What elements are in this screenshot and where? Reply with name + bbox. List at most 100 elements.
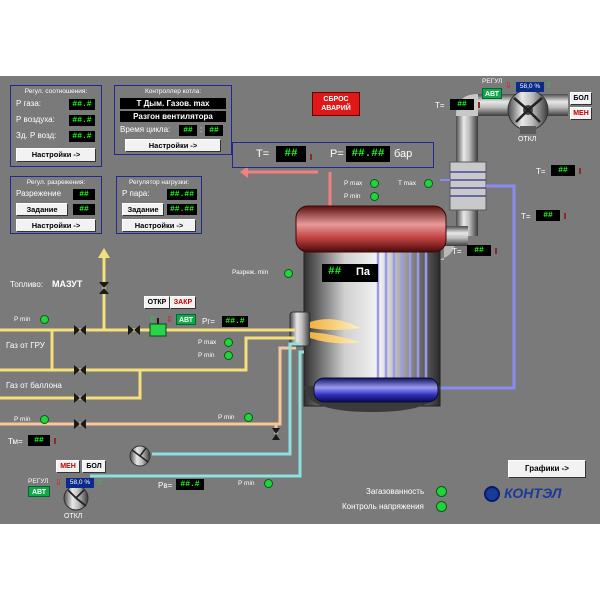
drum-tmax-indicator [424,179,433,188]
air-fan-percent: 58,0 % [66,478,94,488]
gas-pressure-value: ##.# [69,99,95,110]
air-pmin-indicator [264,479,273,488]
vacuum-setpoint-value: ## [73,204,95,215]
valve-close-arrow-icon: ⇩ [166,315,173,324]
flue-t1-label: T= [435,101,445,110]
flue-t1-unit-icon [478,102,480,108]
smoke-fan-reg-label: РЕГУЛ [482,78,503,85]
process-diagram [0,89,568,511]
flue-t2-value: ## [551,165,575,176]
air-fan-state: ОТКЛ [64,513,83,520]
oil-temp-label: Тм= [8,437,23,446]
steam-temp-unit-icon [310,154,312,160]
gas-pr-value: ##.# [222,316,248,327]
ratio-regulator-panel: Регул. соотношения: Р газа: ##.# Р возду… [10,85,102,167]
furnace-vacuum-value: ## [328,266,342,278]
fuel-label: Топливо: [10,280,44,289]
panel-title: Регулятор нагрузки: [128,179,190,186]
burner-pmax-indicator [224,338,233,347]
vacuum-settings-button[interactable]: Настройки -> [16,219,96,232]
flue-t3-label: T= [521,212,531,221]
reset-alarms-line1: СБРОС [323,96,349,103]
smoke-fan-mode-badge[interactable]: АВТ [482,88,502,99]
burner-pmax-label: P max [198,339,217,346]
ratio-settings-button[interactable]: Настройки -> [16,148,96,162]
gas-pressure-label: Р газа: [16,99,41,108]
gas-bottle-label: Газ от баллона [6,381,62,390]
smoke-fan-state: ОТКЛ [518,136,537,143]
fuel-pmin-indicator [40,315,49,324]
oil-pmin-indicator [40,415,49,424]
vacuum-regulator-panel: Регул. разрежения: Разрежение ## Задание… [10,176,102,234]
oil-temp-value: ## [28,435,50,446]
controller-mode-flue-gas: Т Дым. Газов. max [120,98,226,109]
voltage-control-indicator [436,501,447,512]
air-pv-value: ##.# [176,479,204,490]
vacuum-value: ## [73,189,95,200]
air-fan-up-icon: ⇧ [96,478,103,487]
air-setpoint-label: Зд. Р возд: [16,131,57,140]
drum-tmax-label: T max [398,180,416,187]
vacuum-setpoint-button[interactable]: Задание [16,203,68,216]
flue-t3-unit-icon [564,213,566,219]
graphs-button[interactable]: Графики -> [508,460,586,478]
air-fan-more-button[interactable]: БОЛ [82,460,106,473]
furnace-vacuum-unit: Па [356,266,371,278]
smoke-fan-percent: 58,0 % [516,82,544,92]
boiler-controller-panel: Контроллер котла: Т Дым. Газов. max Разг… [114,85,232,155]
drum-pmin-indicator [370,192,379,201]
vacuum-min-label: Разреж. min [232,269,269,276]
load-settings-button[interactable]: Настройки -> [122,219,196,232]
steam-pressure-value: ##.## [346,146,390,162]
valve-close-button[interactable]: ЗАКР [170,296,196,309]
gas-pr-label: Рг= [202,317,215,326]
steam-output-box [232,142,434,168]
steam-pressure-reg-value: ##.## [167,189,197,200]
smoke-fan-more-button[interactable]: БОЛ [570,92,592,105]
burner-pmin-indicator [224,351,233,360]
valve-open-button[interactable]: ОТКР [144,296,170,309]
kontel-logo-icon [484,486,500,502]
air-fan-less-button[interactable]: МЕН [56,460,80,473]
scada-screen: Регул. соотношения: Р газа: ##.# Р возду… [0,76,600,524]
smoke-fan-down-icon: ⇩ [505,81,512,90]
air-fan-reg-label: РЕГУЛ [28,478,49,485]
steam-pressure-label: P= [330,148,344,160]
vacuum-label: Разрежение [16,189,62,198]
controller-mode-fan-ramp: Разгон вентилятора [120,111,226,122]
steam-pressure-reg-label: Р пара: [122,189,150,198]
flue-t2-label: T= [536,167,546,176]
flue-t4-unit-icon [495,248,497,254]
controller-settings-button[interactable]: Настройки -> [125,139,221,152]
oil-temp-unit-icon [54,438,56,444]
smoke-fan-up-icon: ⇧ [545,81,552,90]
flue-t4-label: T= [452,247,462,256]
vacuum-min-indicator [284,269,293,278]
valve-mode-badge[interactable]: АВТ [176,314,196,325]
panel-title: Контроллер котла: [144,88,202,95]
burner-pmin-label: P min [198,352,215,359]
fuel-pmin-label: P min [14,316,31,323]
reset-alarms-button[interactable]: СБРОС АВАРИЙ [312,92,360,116]
drum-pmax-label: P max [344,180,363,187]
valve-open-arrow-icon: ⇧ [149,315,156,324]
panel-title: Регул. разрежения: [26,179,86,186]
gas-leak-indicator [436,486,447,497]
air-pressure-value: ##.# [69,115,95,126]
fuel-value: МАЗУТ [52,279,83,289]
smoke-fan-less-button[interactable]: МЕН [570,107,592,120]
load-setpoint-value: ##.## [167,204,197,215]
flue-t1-value: ## [450,99,474,110]
cycle-time-min: ## [179,125,197,136]
load-setpoint-button[interactable]: Задание [122,203,164,216]
cycle-time-sep: : [200,125,203,134]
air-pv-label: Рв= [158,481,173,490]
reset-alarms-line2: АВАРИЙ [321,105,351,112]
oil-pmin-label: P min [14,416,31,423]
furnace-vacuum-display: ## Па [322,264,378,282]
air-pmin-label: P min [238,480,255,487]
air-fan-mode-badge[interactable]: АВТ [28,486,50,497]
voltage-control-label: Контроль напряжения [342,502,424,511]
steam-pressure-unit: бар [394,148,413,160]
load-regulator-panel: Регулятор нагрузки: Р пара: ##.## Задани… [116,176,202,234]
